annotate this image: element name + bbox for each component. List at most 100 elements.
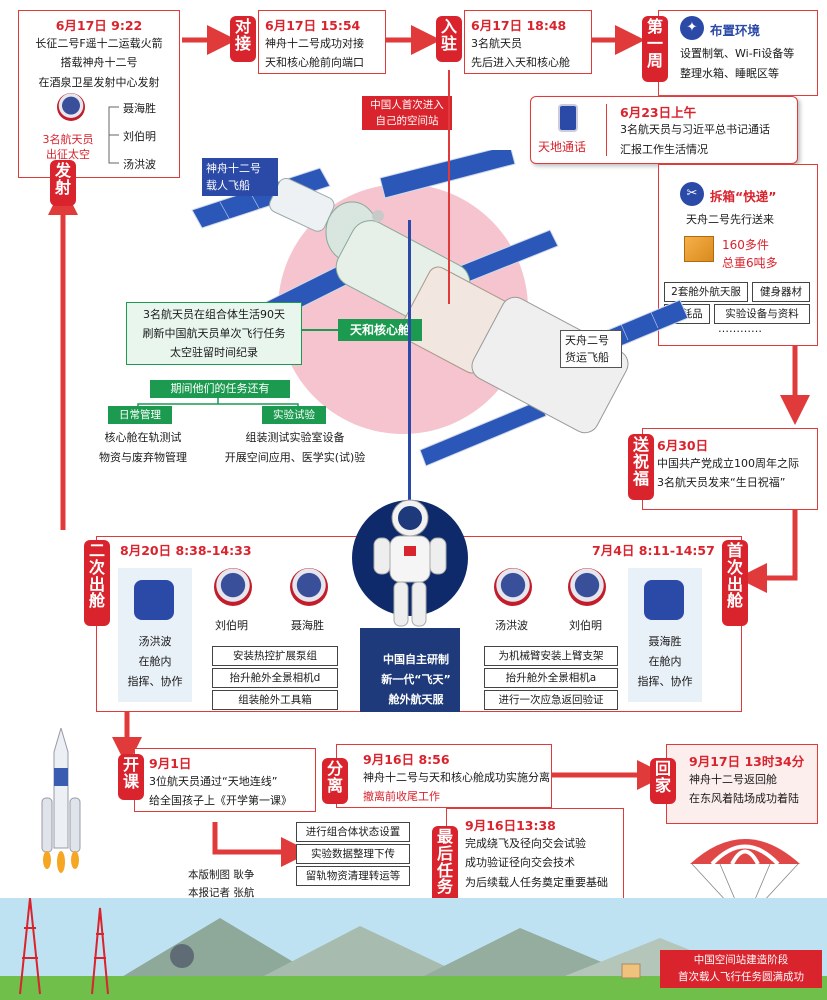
space-station-illustration: [191, 150, 689, 467]
blessing-panel: 6月30日 中国共产党成立100周年之际 3名航天员发来“生日祝福”: [642, 428, 818, 510]
eva1-task: 进行一次应急返回验证: [484, 690, 618, 710]
tag-char: 发: [54, 161, 71, 180]
astronaut-helmet-icon: [494, 568, 532, 606]
eva2-name: 刘伯明: [215, 619, 248, 632]
seated-astronaut-icon: [644, 580, 684, 620]
tag-char: 首: [726, 541, 743, 560]
exp-line: 组装测试实验室设备: [245, 431, 345, 444]
tether-line: [408, 220, 411, 510]
lesson-tag: 开课: [118, 754, 144, 800]
eva1-inside-line: 在舱内: [648, 655, 682, 668]
suit-line: 新一代“飞天”: [381, 673, 451, 686]
astronaut-eva-suit: [373, 499, 447, 627]
parcel-line: 天舟二号先行送来: [686, 213, 774, 226]
eva1-task: 为机械臂安装上臂支架: [484, 646, 618, 666]
launch-date: 6月17日 9:22: [55, 18, 143, 33]
final-line: 完成绕飞及径向交会试验: [465, 837, 586, 850]
shenzhou-label: 神舟十二号 载人飞船: [202, 158, 278, 196]
eva2-name: 聂海胜: [291, 619, 324, 632]
home-panel: 9月17日 13时34分 神舟十二号返回舱 在东风着陆场成功着陆: [666, 744, 818, 824]
tag-char: 驻: [440, 33, 457, 53]
parcel-weight: 总重6吨多: [722, 256, 778, 270]
shenzhou-line: 载人飞船: [206, 179, 250, 192]
credit-line: 本版制图 耿争: [188, 869, 255, 881]
final-panel: 9月16日13:38 完成绕飞及径向交会试验 成功验证径向交会技术 为后续载人任…: [446, 808, 624, 912]
tianzhou-line: 货运飞船: [565, 351, 609, 364]
footer-line: 中国空间站建造阶段: [693, 954, 789, 966]
crew-name: 刘伯明: [123, 130, 156, 143]
blessing-line: 3名航天员发来“生日祝福”: [657, 476, 786, 490]
first-home-label: 中国人首次进入 自己的空间站: [362, 96, 452, 130]
tag-char: 对: [234, 17, 251, 36]
tag-char: 二: [88, 541, 105, 560]
footer-line: 首次载人飞行任务圆满成功: [678, 971, 804, 983]
eva1-inside-line: 指挥、协作: [637, 675, 693, 688]
footer-banner: 中国空间站建造阶段 首次载人飞行任务圆满成功: [660, 950, 822, 988]
dock-date: 6月17日 15:54: [265, 18, 361, 33]
tianzhou-line: 天舟二号: [565, 334, 609, 347]
tag-char: 出: [88, 574, 105, 594]
tag-char: 福: [632, 468, 649, 488]
record-box: 3名航天员在组合体生活90天 刷新中国航天员单次飞行任务 太空驻留时间纪录: [126, 302, 302, 365]
tag-char: 舱: [88, 591, 105, 611]
suit-label: [360, 628, 460, 712]
record-line: 3名航天员在组合体生活90天: [143, 308, 285, 321]
rocket-illustration: [41, 728, 81, 873]
separate-panel: 9月16日 8:56 神舟十二号与天和核心舱成功实施分离 撤离前收尾工作: [336, 744, 552, 808]
eva2-task: 安装热控扩展泵组: [212, 646, 338, 666]
home-line: 在东风着陆场成功着陆: [689, 792, 799, 806]
final-line: 为后续载人任务奠定重要基础: [465, 875, 608, 889]
exp-line: 开展空间应用、医学实(试)验: [224, 451, 366, 464]
tag-char: 次: [726, 557, 743, 577]
connector-line: [302, 329, 338, 331]
env-line: 设置制氧、Wi-Fi设备等: [680, 47, 795, 60]
tag-char: 后: [436, 843, 453, 863]
tasks-title: 期间他们的任务还有: [150, 380, 290, 398]
tag-char: 周: [646, 50, 663, 70]
dock-panel: 6月17日 15:54 神舟十二号成功对接 天和核心舱前向端口: [258, 10, 386, 74]
blessing-line: 中国共产党成立100周年之际: [657, 457, 799, 470]
launch-line: 搭载神舟十二号: [60, 56, 138, 70]
call-date: 6月23日上午: [620, 105, 697, 120]
eva1-name: 汤洪波: [495, 619, 528, 632]
separate-task: 进行组合体状态设置: [296, 822, 410, 842]
parcel-item: 实验设备与资料: [714, 304, 810, 324]
eva2-inside: 汤洪波 在舱内 指挥、协作: [118, 632, 192, 692]
tag-char: 射: [54, 177, 71, 197]
final-tag: 最后任务: [432, 826, 458, 912]
launch-line: 在酒泉卫星发射中心发射: [38, 75, 160, 89]
wrench-icon: ✦: [680, 16, 704, 40]
home-date: 9月17日 13时34分: [689, 754, 805, 769]
tag-char: 务: [436, 877, 453, 897]
enter-line: 3名航天员: [471, 37, 522, 50]
parcel-title: 拆箱“快递”: [710, 189, 777, 204]
landscape-illustration: [0, 898, 827, 1000]
core-module-label: 天和核心舱: [338, 319, 422, 341]
tag-char: 送: [632, 435, 649, 454]
eva1-name: 刘伯明: [569, 619, 602, 632]
eva2-time: 8月20日 8:38-14:33: [120, 543, 252, 558]
parcel-item: 2套舱外航天服: [664, 282, 748, 302]
eva1-tag: 首次出舱: [722, 540, 748, 626]
tag-char: 入: [440, 17, 457, 36]
enter-panel: 6月17日 18:48 3名航天员 先后进入天和核心舱: [464, 10, 592, 74]
tag-char: 最: [436, 827, 453, 846]
separate-sub: 撤离前收尾工作: [363, 790, 440, 804]
tag-char: 出: [726, 574, 743, 594]
eva1-task: 抬升舱外全景相机a: [484, 668, 618, 688]
call-divider: [606, 104, 607, 156]
dock-line: 天和核心舱前向端口: [265, 56, 364, 70]
eva2-tag: 二次出舱: [84, 540, 110, 626]
tag-char: 一: [646, 33, 663, 53]
credits: 本版制图 耿争 本报记者 张航: [188, 866, 254, 902]
call-line: 3名航天员与习近平总书记通话: [620, 123, 770, 136]
separate-line: 神舟十二号与天和核心舱成功实施分离: [363, 771, 550, 784]
eva1-time: 7月4日 8:11-14:57: [592, 543, 715, 558]
eva2-task: 组装舱外工具箱: [212, 690, 338, 710]
shenzhou-line: 神舟十二号: [206, 162, 261, 175]
tag-char: 次: [88, 557, 105, 577]
lesson-panel: 9月1日 3位航天员通过“天地连线” 给全国孩子上《开学第一课》: [134, 748, 316, 812]
parcel-item-more: …………: [718, 322, 762, 335]
launch-tag: 发射: [50, 160, 76, 206]
